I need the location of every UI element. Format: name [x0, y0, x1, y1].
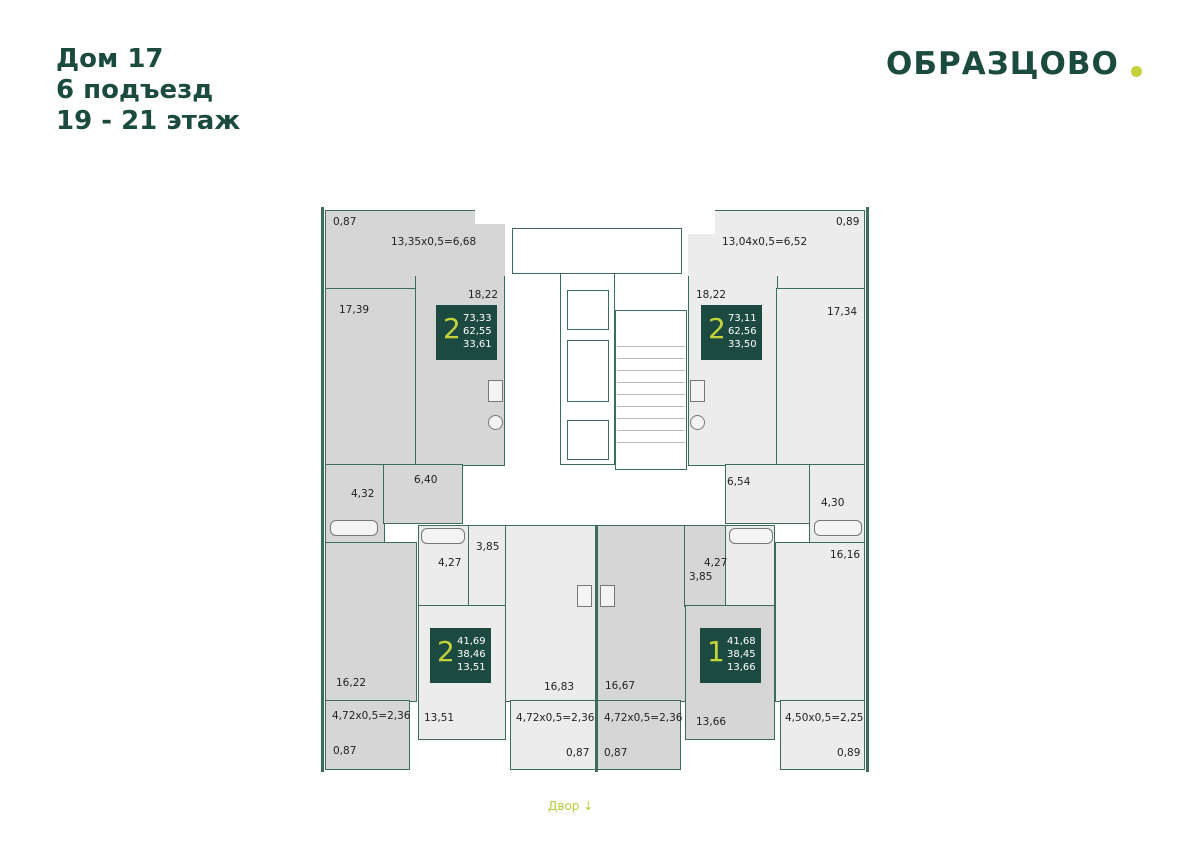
area-label: 0,89: [836, 216, 860, 228]
elevator-3: [567, 420, 609, 460]
living-area: 38,46: [457, 649, 486, 660]
logo: ОБРАЗЦОВО: [886, 46, 1119, 82]
outer-wall-left: [321, 207, 324, 772]
bathtub-icon: [814, 520, 862, 536]
area-label: 16,16: [830, 549, 861, 561]
stove-icon: [600, 585, 615, 607]
area-label: 4,30: [821, 497, 845, 509]
kitchen-area: 33,50: [728, 339, 757, 350]
kitchen-area: 13,51: [457, 662, 486, 673]
area-label: 6,40: [414, 474, 438, 486]
room-count: 2: [708, 312, 726, 345]
living-area: 38,45: [727, 649, 756, 660]
stairs: [617, 335, 685, 445]
balcony-bottom-left: [325, 700, 410, 770]
bathtub-icon: [330, 520, 378, 536]
loggia-top: [512, 228, 682, 274]
building-number: Дом 17: [56, 44, 164, 74]
area-label: 4,27: [704, 557, 728, 569]
entrance-number: 6 подъезд: [56, 75, 214, 105]
area-label: 18,22: [468, 289, 499, 301]
area-label: 13,66: [696, 716, 727, 728]
kitchen-area: 13,66: [727, 662, 756, 673]
area-label: 4,27: [438, 557, 462, 569]
area-label: 4,50x0,5=2,25: [785, 712, 864, 724]
area-label: 0,87: [566, 747, 590, 759]
room-hall-right: [725, 464, 811, 524]
sink-icon: [690, 415, 705, 430]
total-area: 73,33: [463, 313, 492, 324]
yard-direction-label: Двор ↓: [548, 799, 594, 813]
apartment-badge[interactable]: 2 73,11 62,56 33,50: [701, 305, 762, 360]
room-count: 1: [707, 635, 725, 668]
center-wall: [595, 525, 598, 772]
living-area: 62,56: [728, 326, 757, 337]
room-bedroom-top-left: [325, 288, 417, 466]
room-count: 2: [437, 635, 455, 668]
bathtub-icon: [729, 528, 773, 544]
room-kitchen-top-left: [415, 274, 505, 466]
room-top-left-upper: [415, 224, 505, 276]
area-label: 13,51: [424, 712, 455, 724]
total-area: 73,11: [728, 313, 757, 324]
sink-icon: [488, 415, 503, 430]
balcony-bottom-center-left: [510, 700, 597, 770]
bathtub-icon: [421, 528, 465, 544]
total-area: 41,68: [727, 636, 756, 647]
room-count: 2: [443, 312, 461, 345]
area-label: 4,32: [351, 488, 375, 500]
area-label: 3,85: [689, 571, 713, 583]
stove-icon: [577, 585, 592, 607]
room-kitchen-top-right: [688, 274, 778, 466]
floor-range: 19 - 21 этаж: [56, 106, 241, 136]
area-label: 16,83: [544, 681, 575, 693]
area-label: 17,34: [827, 306, 858, 318]
room-bedroom-bottom-left: [325, 542, 417, 702]
area-label: 17,39: [339, 304, 370, 316]
room-bedroom-top-right: [776, 288, 865, 466]
outer-wall-right: [866, 207, 869, 772]
kitchen-area: 33,61: [463, 339, 492, 350]
area-label: 18,22: [696, 289, 727, 301]
area-label: 0,87: [604, 747, 628, 759]
living-area: 62,55: [463, 326, 492, 337]
area-label: 4,72x0,5=2,36: [604, 712, 683, 724]
balcony-bottom-center-right: [596, 700, 681, 770]
logo-dot: [1131, 66, 1142, 77]
elevator-1: [567, 290, 609, 330]
room-living-bottom-center-right: [596, 525, 686, 702]
apartment-badge[interactable]: 1 41,68 38,45 13,66: [700, 628, 761, 683]
area-label: 0,87: [333, 216, 357, 228]
balcony-bottom-right: [780, 700, 865, 770]
area-label: 16,67: [605, 680, 636, 692]
apartment-badge[interactable]: 2 73,33 62,55 33,61: [436, 305, 497, 360]
area-label: 16,22: [336, 677, 367, 689]
room-hall-bottom-left: [468, 525, 508, 607]
room-bedroom-bottom-right: [775, 542, 865, 702]
room-top-right-upper: [688, 234, 778, 276]
stove-icon: [690, 380, 705, 402]
room-living-bottom-center-left: [505, 525, 597, 702]
area-label: 4,72x0,5=2,36: [516, 712, 595, 724]
total-area: 41,69: [457, 636, 486, 647]
elevator-2: [567, 340, 609, 402]
stove-icon: [488, 380, 503, 402]
area-label: 13,04x0,5=6,52: [722, 236, 808, 248]
area-label: 6,54: [727, 476, 751, 488]
area-label: 0,87: [333, 745, 357, 757]
area-label: 13,35x0,5=6,68: [391, 236, 477, 248]
room-hall-left: [383, 464, 463, 524]
apartment-badge[interactable]: 2 41,69 38,46 13,51: [430, 628, 491, 683]
area-label: 0,89: [837, 747, 861, 759]
area-label: 3,85: [476, 541, 500, 553]
area-label: 4,72x0,5=2,36: [332, 710, 411, 722]
building-info: Дом 17 6 подъезд 19 - 21 этаж: [56, 44, 240, 137]
